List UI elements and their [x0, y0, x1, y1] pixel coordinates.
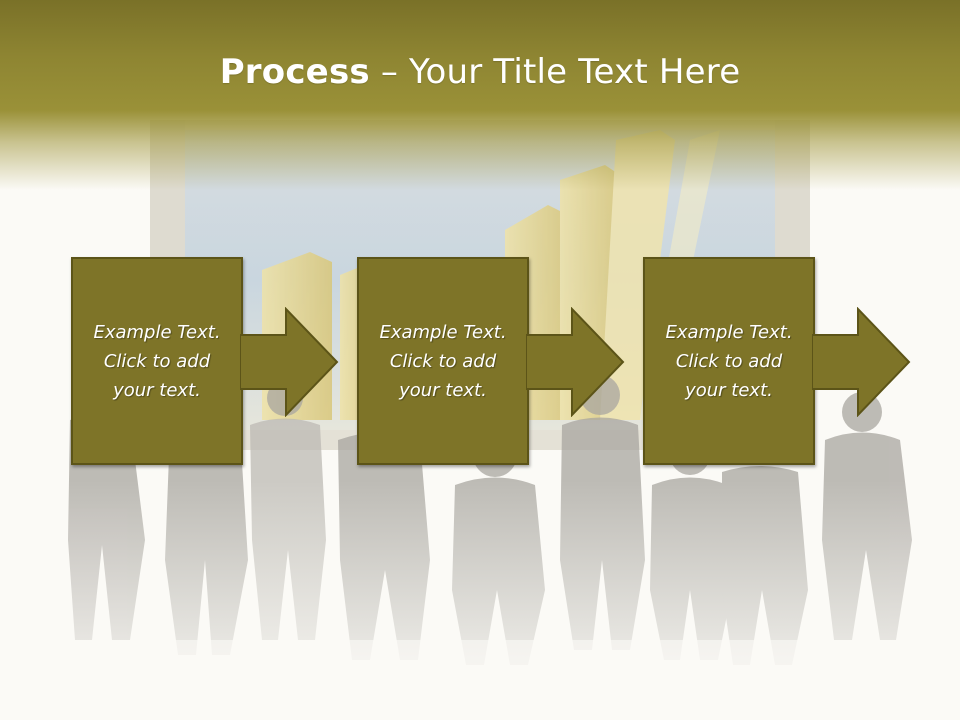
header-band — [0, 0, 960, 190]
process-step-2[interactable]: Example Text. Click to add your text. — [357, 257, 529, 465]
step-3-text[interactable]: Example Text. Click to add your text. — [665, 321, 793, 401]
title-rest: – Your Title Text Here — [369, 52, 741, 92]
arrow-right-icon — [240, 307, 339, 417]
arrow-right-icon — [812, 307, 911, 417]
title-strong: Process — [219, 52, 370, 92]
step-1-text[interactable]: Example Text. Click to add your text. — [93, 321, 221, 401]
slide-title[interactable]: Process – Your Title Text Here — [0, 52, 960, 92]
process-step-3[interactable]: Example Text. Click to add your text. — [643, 257, 815, 465]
arrow-right-icon — [526, 307, 625, 417]
process-step-1[interactable]: Example Text. Click to add your text. — [71, 257, 243, 465]
step-2-text[interactable]: Example Text. Click to add your text. — [379, 321, 507, 401]
